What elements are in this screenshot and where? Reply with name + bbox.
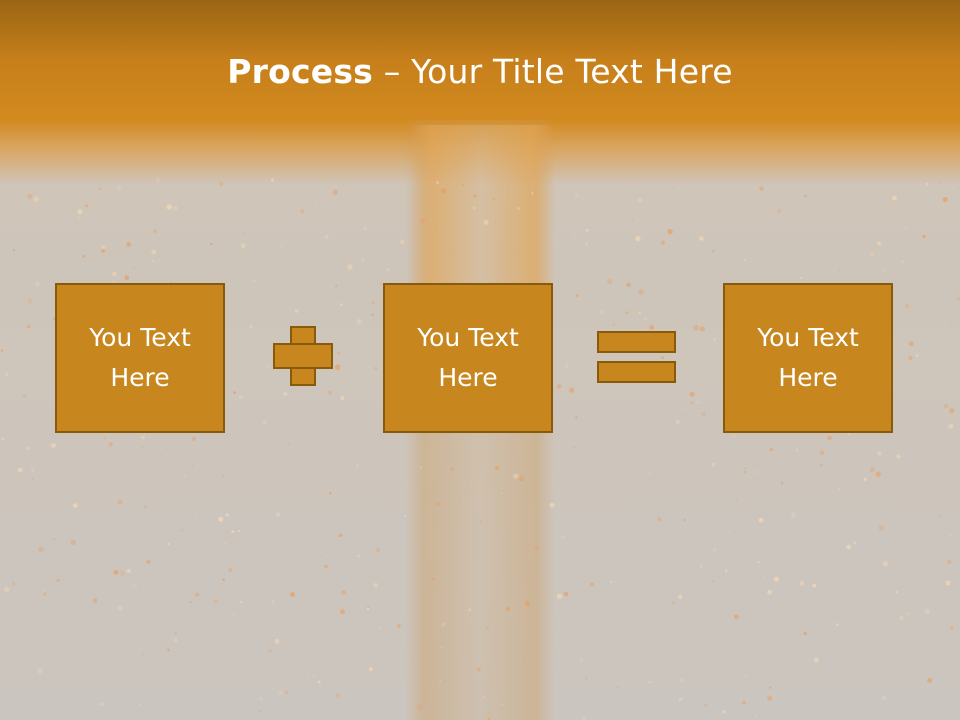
process-box-3-text: You Text Here bbox=[757, 323, 859, 392]
process-box-2[interactable]: You Text Here bbox=[383, 283, 553, 433]
process-box-3[interactable]: You Text Here bbox=[723, 283, 893, 433]
process-box-1-text: You Text Here bbox=[89, 323, 191, 392]
title-rest: – Your Title Text Here bbox=[373, 52, 733, 91]
process-box-2-text: You Text Here bbox=[417, 323, 519, 392]
glass-decoration bbox=[410, 125, 555, 285]
slide-title: Process – Your Title Text Here bbox=[0, 52, 960, 91]
title-bold: Process bbox=[227, 52, 374, 91]
process-box-1[interactable]: You Text Here bbox=[55, 283, 225, 433]
